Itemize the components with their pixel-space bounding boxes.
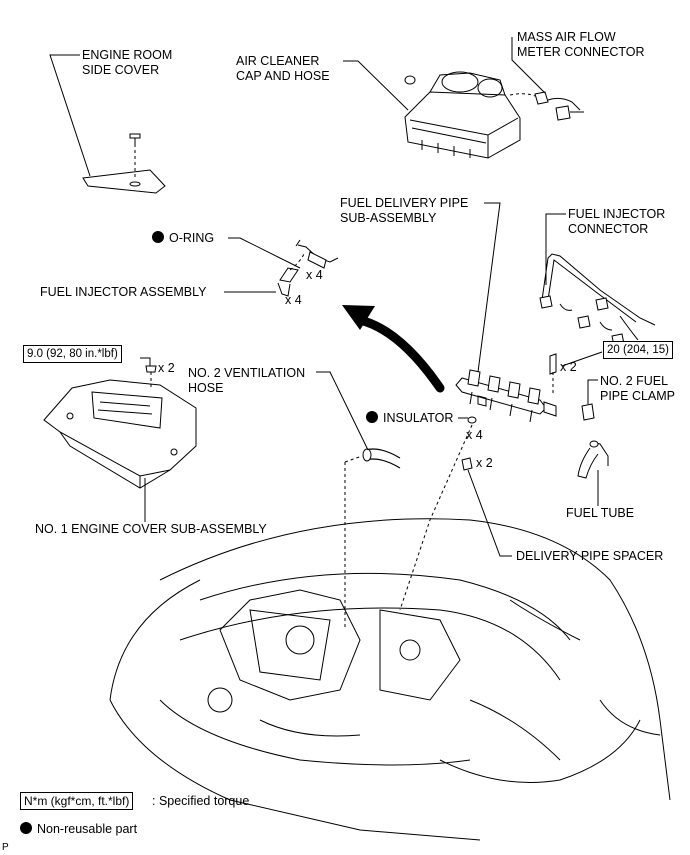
label-fuel-tube: FUEL TUBE [566, 506, 635, 520]
legend-torque-box: N*m (kgf*cm, ft.*lbf) [20, 792, 134, 810]
leader-ventilation [316, 371, 369, 451]
air-cleaner-drawing [404, 71, 521, 159]
vehicle-engine-bay-drawing [109, 518, 671, 841]
qty-insulator: x 4 [466, 428, 483, 442]
engine-cover-drawing [43, 365, 197, 489]
label-no2-ventilation-hose: NO. 2 VENTILATION HOSE [188, 366, 306, 395]
label-engine-room-side-cover: ENGINE ROOM SIDE COVER [82, 48, 173, 77]
injector-connector-drawing [539, 253, 656, 347]
fuel-tube-drawing [577, 403, 609, 479]
legend-non-reusable-text: Non-reusable part [37, 822, 138, 836]
label-o-ring: O-RING [152, 231, 214, 246]
fuel-injector-drawing [277, 239, 339, 297]
leader-side-cover [49, 54, 91, 177]
corner-code: P [2, 842, 9, 853]
qty-o-ring: x 4 [306, 268, 323, 282]
non-reusable-dot-icon [366, 411, 378, 423]
insulator-text: INSULATOR [383, 411, 454, 425]
label-mass-air-flow-meter-connector: MASS AIR FLOW METER CONNECTOR [517, 30, 645, 59]
leader-maf [511, 37, 546, 94]
non-reusable-dot-icon [152, 231, 164, 243]
torque-box-engine-cover: 9.0 (92, 80 in.*lbf) [23, 345, 122, 363]
leader-air-cleaner [343, 60, 409, 111]
qty-delivery-pipe-spacer: x 2 [476, 456, 493, 470]
leader-bolt-torque [561, 351, 603, 367]
direction-arrow [355, 315, 445, 393]
leader-delivery-pipe [477, 202, 501, 373]
label-fuel-injector-assembly: FUEL INJECTOR ASSEMBLY [40, 285, 207, 299]
torque-box-delivery-pipe-bolt: 20 (204, 15) [603, 341, 674, 359]
label-insulator: INSULATOR [366, 411, 453, 426]
leader-o-ring [228, 237, 301, 269]
legend-non-reusable: Non-reusable part [20, 822, 137, 837]
label-fuel-delivery-pipe: FUEL DELIVERY PIPE SUB-ASSEMBLY [340, 196, 469, 225]
engine-room-side-cover-drawing [82, 133, 166, 194]
label-delivery-pipe-spacer: DELIVERY PIPE SPACER [516, 549, 664, 563]
leader-pipe-clamp [587, 379, 598, 404]
maf-connector-drawing [509, 91, 584, 121]
ventilation-hose-drawing [344, 448, 401, 630]
label-air-cleaner-cap-and-hose: AIR CLEANER CAP AND HOSE [236, 54, 330, 83]
insulator-drawing [399, 416, 477, 611]
delivery-pipe-drawing [455, 353, 557, 423]
label-no2-fuel-pipe-clamp: NO. 2 FUEL PIPE CLAMP [600, 374, 676, 403]
qty-fuel-injector: x 4 [285, 293, 302, 307]
non-reusable-dot-icon [20, 822, 32, 834]
qty-engine-cover-nut: x 2 [158, 361, 175, 375]
leader-cover-torque [140, 357, 151, 366]
o-ring-text: O-RING [169, 231, 215, 245]
leader-injector-connector [545, 213, 566, 285]
legend-torque-text: : Specified torque [152, 794, 250, 808]
qty-delivery-pipe-bolt: x 2 [560, 360, 577, 374]
label-fuel-injector-connector: FUEL INJECTOR CONNECTOR [568, 207, 666, 236]
leader-spacer [467, 469, 512, 557]
label-no1-engine-cover: NO. 1 ENGINE COVER SUB-ASSEMBLY [35, 522, 267, 536]
